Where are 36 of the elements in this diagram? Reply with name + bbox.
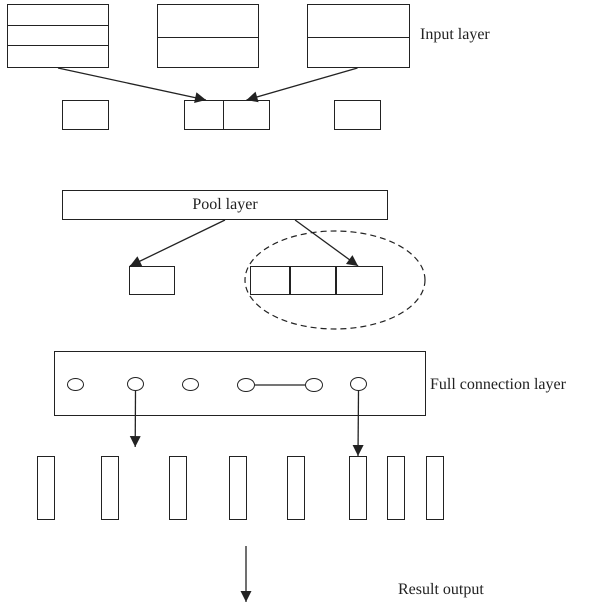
neuron-circle bbox=[350, 377, 367, 391]
rectangle-box bbox=[62, 100, 109, 130]
rectangle-box bbox=[307, 4, 410, 68]
arrow bbox=[58, 67, 206, 104]
neuron-circle bbox=[237, 378, 255, 392]
rectangle-box bbox=[223, 100, 270, 130]
rectangle-box bbox=[334, 100, 381, 130]
bar-box bbox=[426, 456, 444, 520]
bar-box bbox=[101, 456, 119, 520]
arrow bbox=[130, 219, 226, 267]
rectangle-box bbox=[157, 4, 259, 68]
rectangle-box bbox=[250, 266, 290, 295]
layer-box: Pool layer bbox=[62, 190, 388, 220]
arrow bbox=[130, 391, 141, 448]
connector-line bbox=[255, 384, 305, 386]
bar-box bbox=[287, 456, 305, 520]
neuron-circle bbox=[127, 377, 144, 391]
rectangle-box bbox=[129, 266, 175, 295]
neuron-circle bbox=[305, 378, 323, 392]
bar-box bbox=[349, 456, 367, 520]
bar-box bbox=[387, 456, 405, 520]
bar-box bbox=[169, 456, 187, 520]
rectangle-box bbox=[336, 266, 383, 295]
rectangle-box bbox=[290, 266, 336, 295]
dashed-ellipse bbox=[244, 230, 426, 330]
layer-label: Input layer bbox=[420, 25, 490, 45]
neuron-circle bbox=[67, 378, 84, 391]
bar-box bbox=[229, 456, 247, 520]
rectangle-box bbox=[184, 100, 224, 130]
layer-label: Full connection layer bbox=[430, 375, 566, 395]
neuron-circle bbox=[182, 378, 199, 391]
layer-label: Result output bbox=[398, 580, 484, 600]
rectangle-box bbox=[7, 4, 109, 68]
arrow bbox=[246, 67, 358, 102]
arrow bbox=[352, 391, 364, 456]
bar-box bbox=[37, 456, 55, 520]
